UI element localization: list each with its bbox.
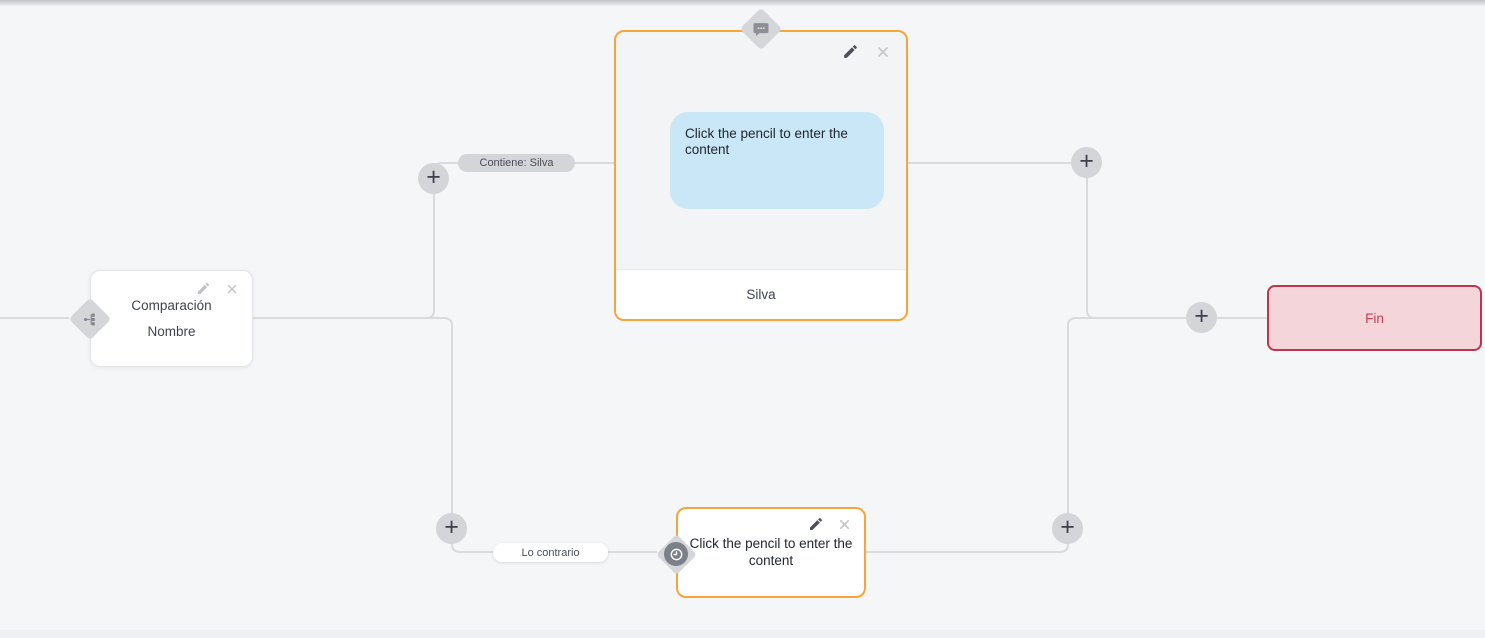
plus-icon: + (444, 512, 459, 541)
condition-node[interactable]: Comparación Nombre (68, 270, 253, 367)
end-node-label: Fin (1365, 310, 1384, 326)
edit-button[interactable] (808, 516, 824, 532)
pencil-icon (844, 45, 857, 58)
add-node-button[interactable]: + (1052, 513, 1083, 544)
edge-label-condition-match[interactable]: Contiene: Silva (458, 154, 575, 172)
message-type-handle[interactable] (739, 7, 783, 51)
plus-icon: + (1060, 512, 1075, 541)
close-icon (839, 519, 850, 529)
delete-button[interactable] (875, 44, 891, 60)
plus-icon: + (1194, 301, 1209, 330)
message-node[interactable]: Click the pencil to enter the content Si… (614, 7, 908, 321)
add-node-button[interactable]: + (436, 513, 467, 544)
edit-button[interactable] (196, 281, 211, 296)
clock-icon (670, 548, 682, 560)
edge-label-condition-else[interactable]: Lo contrario (493, 543, 608, 562)
condition-title: Comparación (131, 298, 212, 313)
message-content-bubble[interactable]: Click the pencil to enter the content (670, 112, 884, 209)
close-icon (878, 46, 888, 57)
pencil-icon (197, 282, 210, 295)
delete-button[interactable] (837, 517, 852, 532)
add-node-button[interactable]: + (1071, 147, 1102, 178)
edge-delay-to-end (866, 317, 1267, 553)
delay-type-handle[interactable] (654, 532, 698, 576)
clock-disc (664, 542, 688, 566)
delay-content-placeholder: Click the pencil to enter the content (689, 536, 853, 568)
edge-condition-to-delay (253, 317, 657, 553)
edge-message-to-end (908, 162, 1267, 319)
end-node[interactable]: Fin (1267, 285, 1482, 351)
edit-button[interactable] (842, 43, 859, 60)
close-icon (227, 284, 237, 293)
add-node-button[interactable]: + (1186, 302, 1217, 333)
delete-button[interactable] (225, 282, 239, 296)
add-node-button[interactable]: + (418, 163, 449, 194)
delay-node[interactable]: Click the pencil to enter the content (655, 507, 866, 598)
plus-icon: + (1079, 146, 1094, 175)
chat-bubble-icon (753, 23, 769, 36)
pencil-icon (810, 517, 823, 530)
message-footer-label: Silva (616, 269, 906, 319)
plus-icon: + (426, 162, 441, 191)
condition-subtitle: Nombre (147, 324, 196, 339)
canvas-bottom-edge (0, 630, 1485, 638)
condition-type-handle[interactable] (68, 297, 112, 341)
branch-icon (83, 312, 95, 326)
